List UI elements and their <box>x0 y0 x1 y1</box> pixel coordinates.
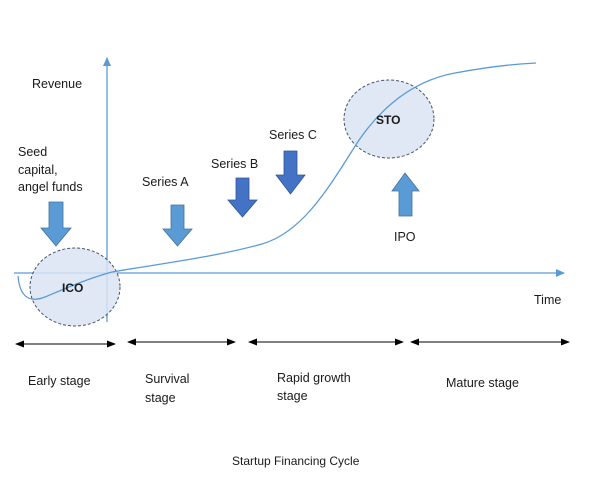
ico-label: ICO <box>62 281 84 295</box>
rapid-growth-label-line1: Rapid growth <box>277 371 351 385</box>
sto-label: STO <box>376 113 401 127</box>
series-b-label: Series B <box>211 157 259 171</box>
ipo-up-arrow-icon <box>391 172 420 217</box>
y-axis-label: Revenue <box>32 77 83 91</box>
x-axis-label: Time <box>534 293 562 307</box>
rapid-growth-label-line2: stage <box>277 389 308 403</box>
survival-stage-label-line1: Survival <box>145 372 190 386</box>
mature-stage-label: Mature stage <box>446 376 519 390</box>
series-a-down-arrow-icon <box>162 204 193 247</box>
survival-stage-label-line2: stage <box>145 391 176 405</box>
seed-label-line2: capital, <box>18 163 58 177</box>
diagram-caption: Startup Financing Cycle <box>232 454 360 468</box>
seed-down-arrow-icon <box>40 201 72 247</box>
sto-circle <box>343 79 435 159</box>
early-stage-label: Early stage <box>28 374 91 388</box>
series-b-down-arrow-icon <box>227 177 258 218</box>
seed-label-line1: Seed <box>18 145 48 159</box>
series-c-down-arrow-icon <box>275 150 306 195</box>
series-c-label: Series C <box>269 128 317 142</box>
seed-label-line3: angel funds <box>18 180 83 194</box>
ipo-label: IPO <box>394 230 416 244</box>
ico-circle <box>29 247 121 327</box>
growth-curve <box>17 62 537 300</box>
series-a-label: Series A <box>142 175 189 189</box>
